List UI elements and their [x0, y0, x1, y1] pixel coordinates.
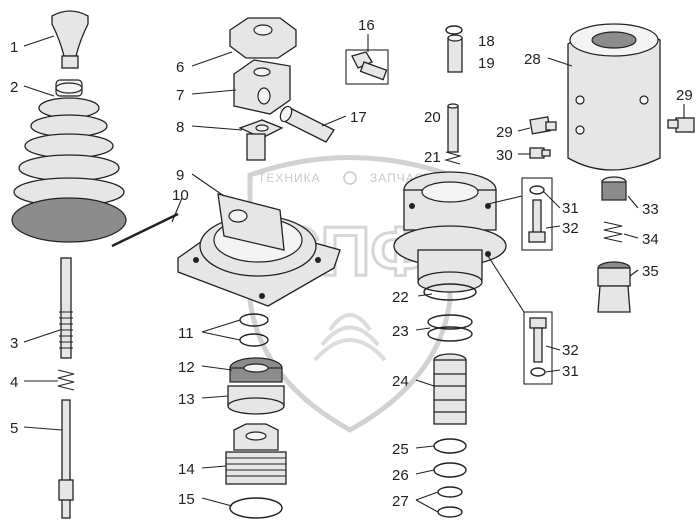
part-18-ring: [445, 25, 463, 35]
callout-33: 33: [642, 201, 659, 218]
part-8-lever-cup: [238, 119, 284, 161]
part-5-plunger: [58, 399, 74, 519]
part-30-small-screw: [529, 147, 551, 159]
callout-25: 25: [392, 441, 409, 458]
callout-24: 24: [392, 373, 409, 390]
part-20-rod: [447, 103, 459, 153]
callout-11: 11: [178, 325, 194, 342]
callout-18: 18: [478, 33, 495, 50]
callout-19: 19: [478, 55, 495, 72]
callout-22: 22: [392, 289, 409, 306]
callout-29-right: 29: [676, 87, 693, 104]
part-27-rings: [437, 486, 463, 518]
callout-7: 7: [176, 87, 184, 104]
part-29-screw-left: [529, 116, 557, 135]
part-21-spring: [443, 151, 463, 165]
part-13-housing: [227, 385, 285, 415]
callout-3: 3: [10, 335, 18, 352]
part-33-plug: [601, 176, 627, 201]
callout-8: 8: [176, 119, 184, 136]
part-28-cylinder-block: [567, 23, 661, 171]
part-25-o-ring: [433, 438, 467, 454]
callout-21: 21: [424, 149, 441, 166]
callout-31-lower: 31: [562, 363, 579, 380]
callout-6: 6: [176, 59, 184, 76]
part-22-valve-body: [393, 171, 507, 301]
bolt-kit-leaders: [487, 195, 525, 313]
callout-14: 14: [178, 461, 195, 478]
part-12-cap: [229, 357, 283, 383]
callout-numbers: 1 2 3 4 5 6 7 8 9 10 11 12 13 14 15 16 1…: [10, 17, 693, 510]
callout-13: 13: [178, 391, 195, 408]
part-17-cross-pin: [279, 105, 335, 143]
callout-4: 4: [10, 374, 18, 391]
part-4-spring: [57, 369, 75, 391]
callout-1: 1: [10, 39, 18, 56]
part-6-hex-nut: [229, 17, 297, 59]
part-1-knob: [51, 10, 89, 69]
part-15-o-ring: [229, 497, 283, 519]
callout-29-left: 29: [496, 124, 513, 141]
callout-35: 35: [642, 263, 659, 280]
bolt-kit-lower-31-32: [523, 311, 553, 385]
callout-17: 17: [350, 109, 367, 126]
bolt-kit-upper-31-32: [521, 177, 553, 251]
watermark-wheat-icon: [313, 313, 387, 362]
part-24-spool: [433, 353, 467, 425]
part-10-pin: [111, 212, 179, 248]
part-35-fitting: [597, 261, 631, 313]
callout-27: 27: [392, 493, 409, 510]
part-26-o-ring: [433, 462, 467, 478]
part-2-rubber-boot: [11, 79, 127, 243]
callout-28: 28: [524, 51, 541, 68]
callout-23: 23: [392, 323, 409, 340]
watermark-gear-icon: [343, 171, 357, 185]
callout-9: 9: [176, 167, 184, 184]
callout-5: 5: [10, 420, 18, 437]
part-34-spring: [603, 221, 623, 243]
callout-12: 12: [178, 359, 195, 376]
callout-20: 20: [424, 109, 441, 126]
part-19-pin: [447, 34, 463, 73]
callout-16: 16: [358, 17, 375, 34]
callout-32-lower: 32: [562, 342, 579, 359]
part-7-yoke-block: [233, 59, 291, 115]
callout-31-upper: 31: [562, 200, 579, 217]
callout-15: 15: [178, 491, 195, 508]
callout-34: 34: [642, 231, 659, 248]
callout-10: 10: [172, 187, 189, 204]
part-3-threaded-rod: [59, 257, 73, 359]
part-16-bolt: [345, 49, 389, 85]
part-9-body-flange: [177, 193, 341, 307]
callout-32-upper: 32: [562, 220, 579, 237]
callout-30: 30: [496, 147, 513, 164]
part-29-screw-right: [667, 117, 695, 133]
callout-leaders: [23, 34, 685, 513]
part-23-o-rings: [427, 314, 473, 342]
callout-2: 2: [10, 79, 18, 96]
callout-26: 26: [392, 467, 409, 484]
part-14-threaded-fitting: [225, 423, 287, 485]
watermark-left-text: ТЕХНИКА: [258, 171, 321, 185]
